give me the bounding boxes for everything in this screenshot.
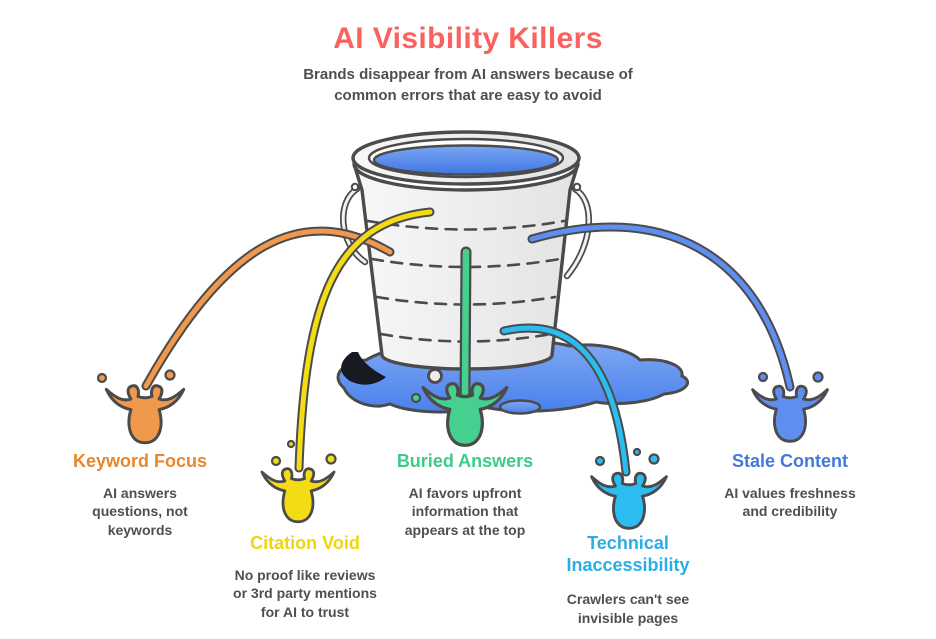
splash-yellow-icon xyxy=(260,467,336,524)
handle-left-core xyxy=(341,187,367,264)
bucket-rivet xyxy=(427,368,443,384)
label-buried-answers: Buried Answers AI favors upfront informa… xyxy=(370,451,560,540)
desc-line: invisible pages xyxy=(577,609,679,626)
desc-line: keywords xyxy=(107,522,173,539)
droplet xyxy=(648,453,660,465)
stream-yellow xyxy=(260,207,435,524)
label-technical-inaccessibility: Technical Inaccessibility Crawlers can't… xyxy=(548,533,708,628)
page-subtitle-line: common errors that are easy to avoid xyxy=(334,87,602,104)
splash-cyan-icon xyxy=(590,471,668,530)
stream-green-flow xyxy=(461,248,470,397)
puddle-droplet xyxy=(498,399,542,415)
splash-blue-icon xyxy=(751,384,829,443)
droplet xyxy=(812,371,824,383)
stream-blue xyxy=(527,222,829,443)
splash-green-icon xyxy=(421,382,509,447)
droplet xyxy=(757,371,769,383)
desc-line: AI answers xyxy=(103,484,177,501)
label-description: AI answers questions, not keywords xyxy=(55,484,225,540)
page-subtitle-line: Brands disappear from AI answers because… xyxy=(303,66,633,83)
bucket-shadow xyxy=(341,352,386,385)
page-subtitle: Brands disappear from AI answers because… xyxy=(303,64,633,106)
label-title: Technical Inaccessibility xyxy=(566,533,690,575)
label-title: Buried Answers xyxy=(396,451,534,471)
desc-line: Crawlers can't see xyxy=(566,591,690,608)
desc-line: appears at the top xyxy=(404,522,526,539)
label-description: AI favors upfront information that appea… xyxy=(370,484,560,540)
stream-green xyxy=(410,246,509,447)
stream-yellow-flow xyxy=(296,209,433,471)
desc-line: information that xyxy=(411,503,519,520)
label-title: Keyword Focus xyxy=(72,451,208,471)
handle-nub-left xyxy=(350,182,360,192)
label-description: AI values freshness and credibility xyxy=(685,484,895,522)
page-title: AI Visibility Killers xyxy=(333,22,603,55)
desc-line: for AI to trust xyxy=(260,604,350,621)
label-title: Stale Content xyxy=(731,451,848,471)
stream-cyan xyxy=(499,323,668,530)
handle-nub-right xyxy=(572,182,582,192)
desc-line: and credibility xyxy=(742,503,838,520)
label-citation-void: Citation Void No proof like reviews or 3… xyxy=(200,533,410,622)
label-title: Citation Void xyxy=(250,533,360,553)
desc-line: No proof like reviews xyxy=(234,566,376,583)
droplet xyxy=(270,455,282,467)
water-surface xyxy=(372,144,560,176)
stream-blue-flow xyxy=(529,224,793,390)
desc-line: AI favors upfront xyxy=(408,484,522,501)
droplet xyxy=(96,372,108,384)
stream-cyan-flow xyxy=(501,325,629,475)
droplet xyxy=(286,439,296,449)
stream-orange xyxy=(96,226,395,445)
droplet xyxy=(410,392,422,404)
droplet xyxy=(164,369,176,381)
label-keyword-focus: Keyword Focus AI answers questions, not … xyxy=(55,451,225,540)
droplet xyxy=(325,453,337,465)
droplet xyxy=(594,455,606,467)
label-stale-content: Stale Content AI values freshness and cr… xyxy=(685,451,895,521)
desc-line: AI values freshness xyxy=(724,484,856,501)
desc-line: or 3rd party mentions xyxy=(233,585,377,602)
droplet xyxy=(632,447,642,457)
stream-orange-flow xyxy=(143,228,393,389)
splash-orange-icon xyxy=(104,384,186,445)
label-description: No proof like reviews or 3rd party menti… xyxy=(200,566,410,622)
label-description: Crawlers can't see invisible pages xyxy=(548,590,708,628)
desc-line: questions, not xyxy=(92,503,188,520)
